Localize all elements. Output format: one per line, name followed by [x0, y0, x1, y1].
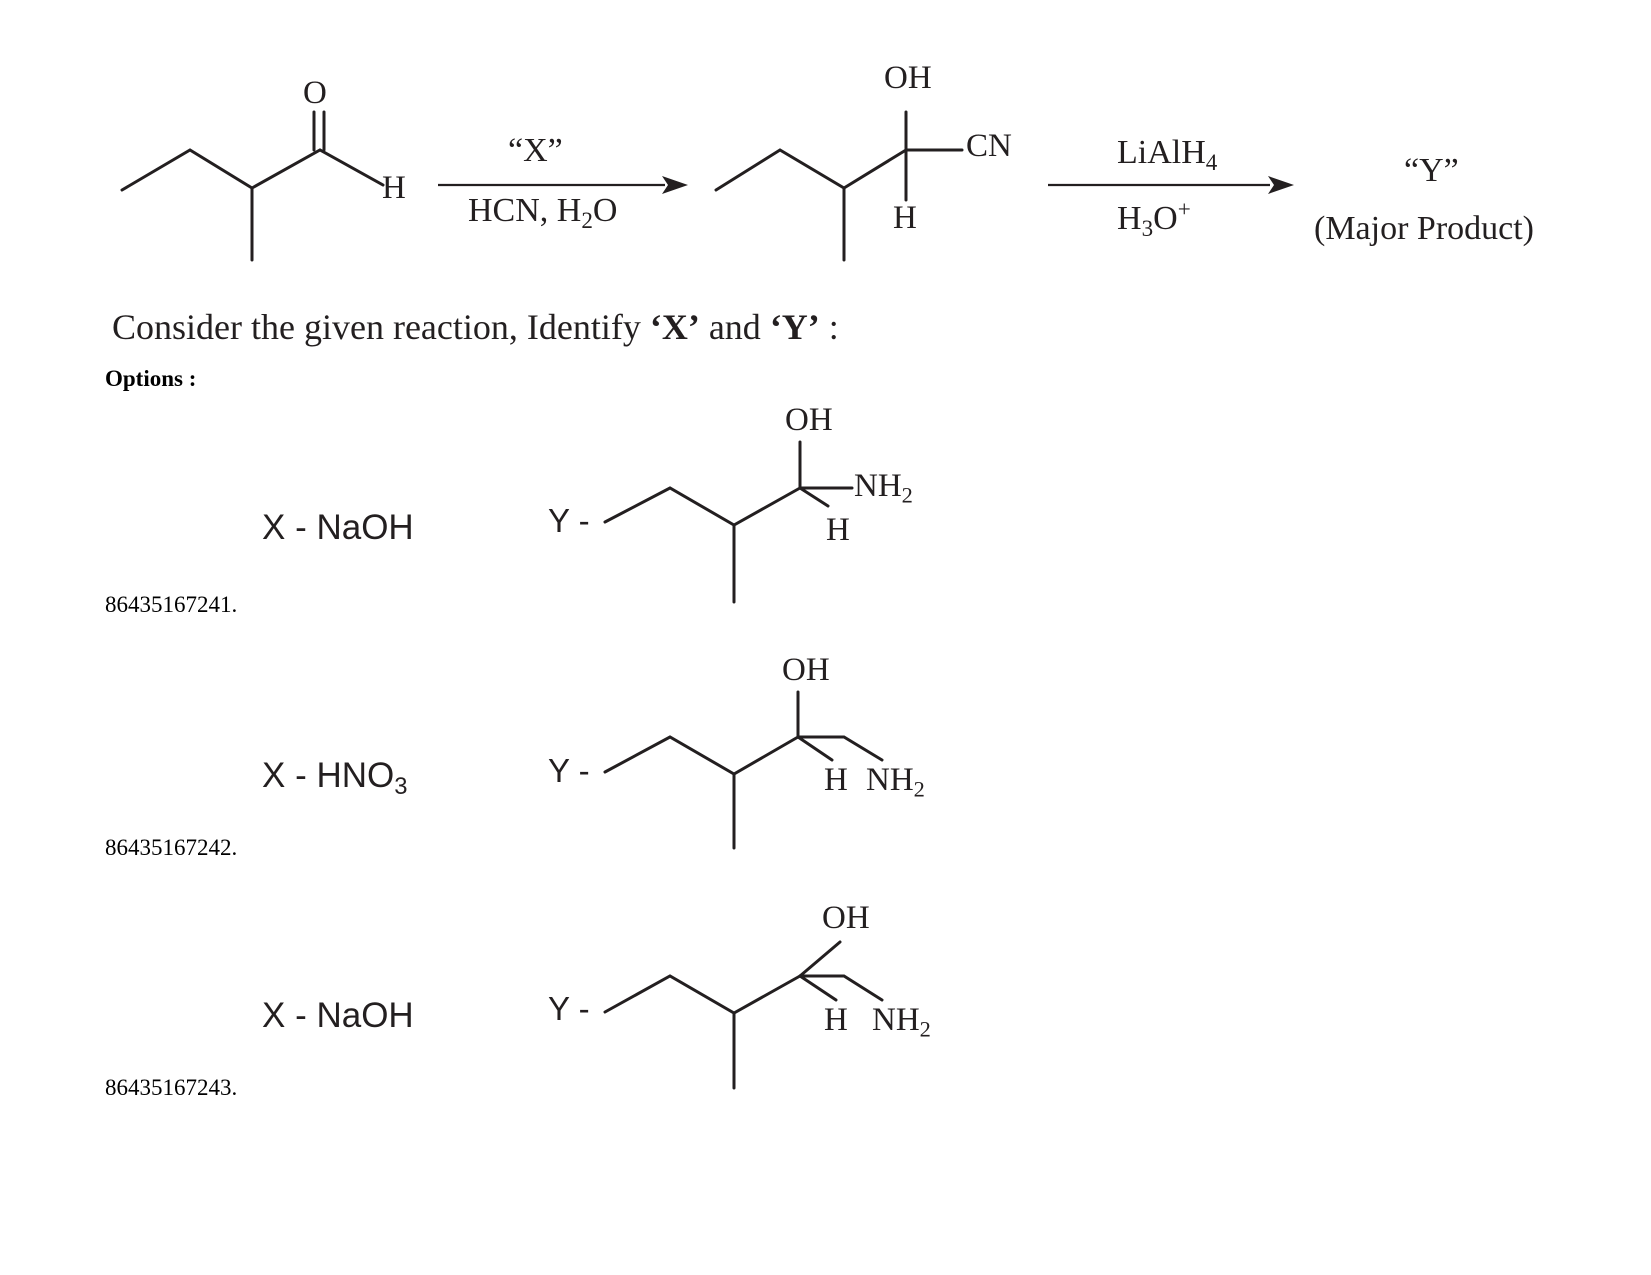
option-3-id: 86435167243.	[105, 1075, 238, 1100]
option-3-x-reagent: X - NaOH	[262, 996, 414, 1035]
option-1-amine-label: NH2	[854, 468, 913, 508]
option-3-hydroxyl-label: OH	[822, 900, 870, 936]
reactant-oxygen-label: O	[303, 75, 327, 111]
options-label: Options :	[105, 366, 197, 391]
option-1-y-prefix: Y -	[548, 502, 590, 539]
option-2-id: 86435167242.	[105, 835, 238, 860]
product-y-label: “Y”	[1404, 152, 1459, 189]
option-1-hydroxyl-label: OH	[785, 402, 833, 438]
step2-reagent-lialh4: LiAlH4	[1117, 134, 1218, 176]
option-1-skeleton	[603, 440, 854, 604]
option-1-hydrogen-label: H	[826, 512, 850, 548]
option-3-y-prefix: Y -	[548, 990, 590, 1027]
reactant-skeleton	[120, 110, 385, 262]
step1-reagent-hcn-h2o: HCN, H2O	[468, 192, 618, 234]
option-3-skeleton	[603, 940, 884, 1090]
option-1-id: 86435167241.	[105, 592, 238, 617]
reaction-arrow-2	[1048, 176, 1294, 194]
intermediate-cyano-label: CN	[966, 128, 1012, 164]
product-note: (Major Product)	[1314, 210, 1535, 247]
option-2-y-prefix: Y -	[548, 752, 590, 789]
reactant-hydrogen-label: H	[382, 170, 406, 206]
intermediate-hydrogen-label: H	[893, 200, 917, 236]
option-3-amine-label: NH2	[872, 1002, 931, 1042]
question-text: Consider the given reaction, Identify ‘X…	[112, 307, 839, 347]
option-1-x-reagent: X - NaOH	[262, 508, 414, 547]
option-3-hydrogen-label: H	[824, 1002, 848, 1038]
step2-reagent-h3o: H3O+	[1117, 196, 1191, 242]
option-2-skeleton	[603, 690, 884, 850]
intermediate-hydroxyl-label: OH	[884, 60, 932, 96]
option-2-amine-label: NH2	[866, 762, 925, 802]
option-2-x-reagent: X - HNO3	[262, 756, 408, 801]
reaction-arrow-1	[438, 176, 688, 194]
option-2-hydroxyl-label: OH	[782, 652, 830, 688]
option-2-hydrogen-label: H	[824, 762, 848, 798]
step1-reagent-x: “X”	[508, 132, 563, 169]
intermediate-skeleton	[714, 110, 964, 262]
